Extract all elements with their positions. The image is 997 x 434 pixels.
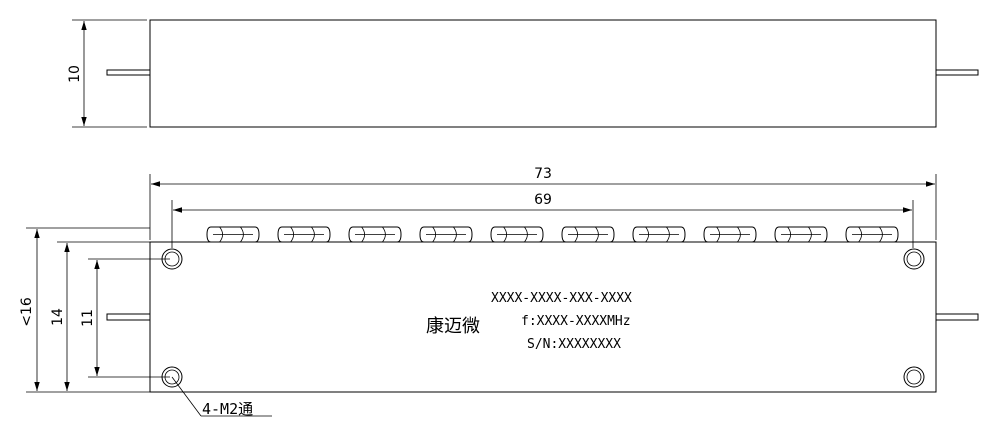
tuning-screw	[348, 226, 402, 243]
side-view-left-pin	[106, 69, 151, 76]
top-view-left-pin	[106, 313, 151, 321]
top-view-right-pin	[935, 313, 979, 321]
brand-label: 康迈微	[426, 316, 480, 337]
part-number-label: XXXX-XXXX-XXX-XXXX	[491, 291, 632, 306]
tuning-screw	[774, 226, 828, 243]
hole-spacing-dimension-text: 69	[534, 192, 552, 208]
tuning-screw	[490, 226, 544, 243]
side-view-right-pin	[935, 69, 979, 76]
tuning-screws	[206, 226, 899, 243]
tuning-screw	[277, 226, 331, 243]
tuning-screw	[419, 226, 473, 243]
length-dimension-text: 73	[534, 166, 552, 182]
tuning-screw	[561, 226, 615, 243]
width16-dimension-text: <16	[19, 297, 35, 327]
mounting-holes-callout: 4-M2通	[202, 400, 253, 418]
width11-dimension-text: 11	[80, 309, 96, 327]
serial-label: S/N:XXXXXXXX	[527, 337, 621, 352]
side-height-dimension-text: 10	[67, 65, 83, 83]
side-view-body	[149, 19, 937, 128]
tuning-screw	[703, 226, 757, 243]
tuning-screw	[845, 226, 899, 243]
callout-leader-line	[171, 376, 202, 417]
mounting-hole	[903, 366, 925, 388]
frequency-label: f:XXXX-XXXXMHz	[521, 314, 631, 329]
width14-dimension-text: 14	[50, 308, 66, 326]
tuning-screw	[632, 226, 686, 243]
tuning-screw	[206, 226, 260, 243]
side-view: 10	[67, 19, 979, 128]
top-view: 73 69 <16 14	[19, 166, 979, 418]
mounting-hole	[903, 248, 925, 270]
